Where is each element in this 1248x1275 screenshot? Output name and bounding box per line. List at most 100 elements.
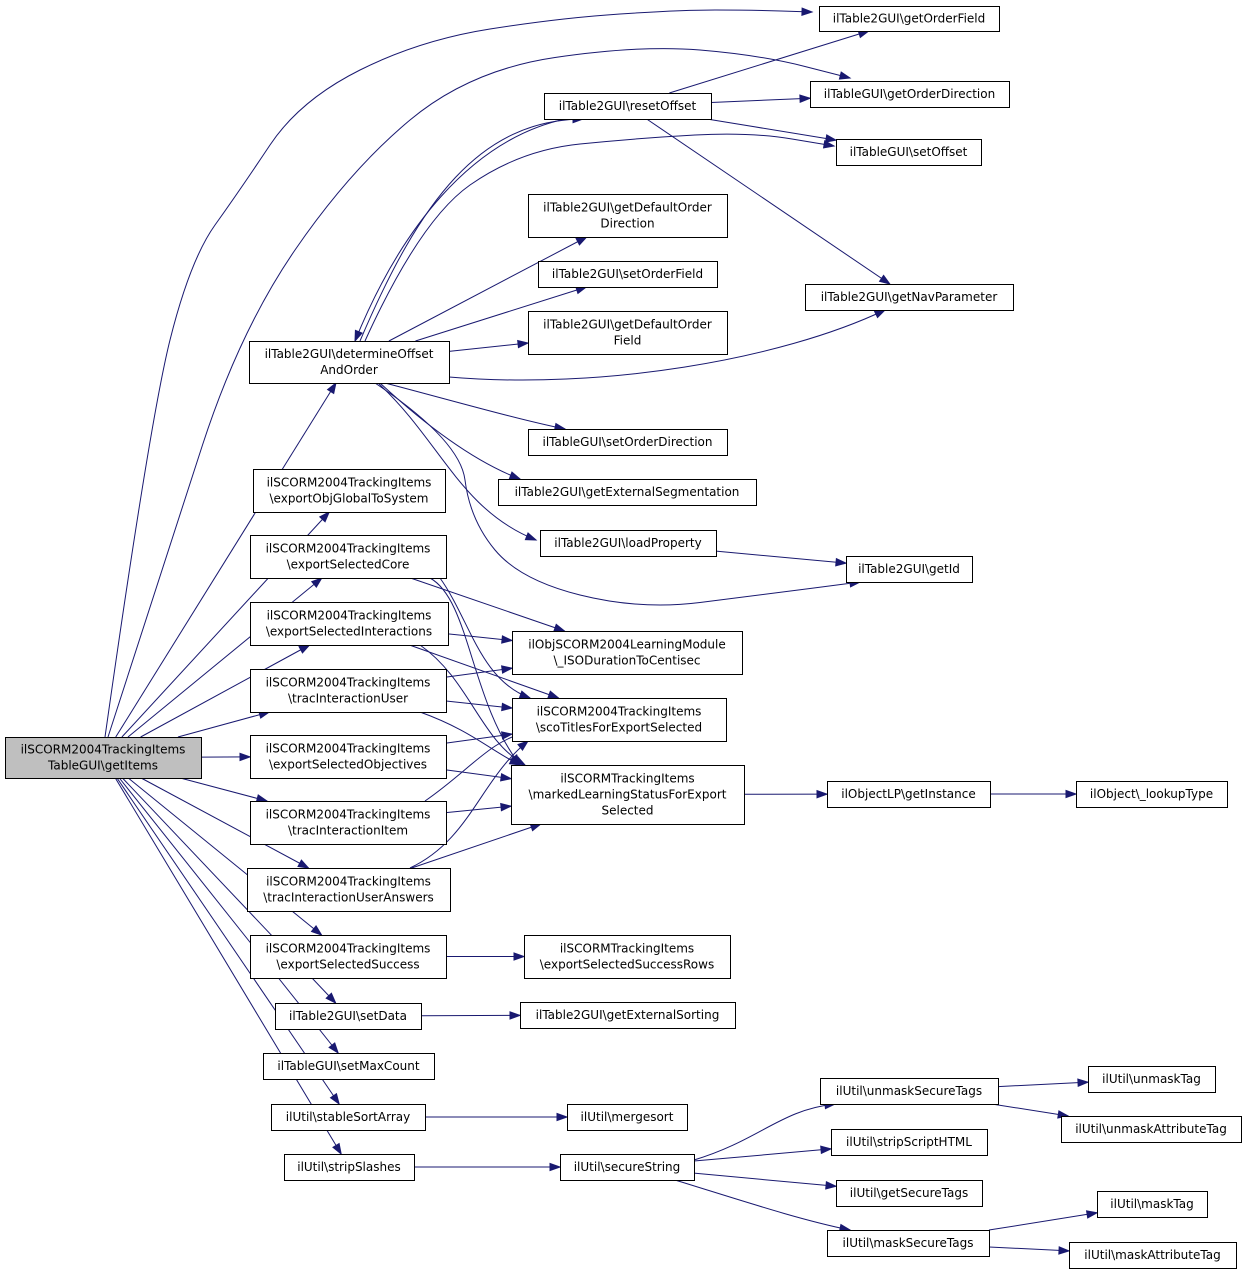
edge-arrowhead xyxy=(1058,1246,1071,1255)
node-box xyxy=(247,868,451,912)
node-setData[interactable]: ilTable2GUI\setData xyxy=(275,1003,422,1030)
node-label: ilTableGUI\setOrderDirection xyxy=(542,435,712,449)
node-exportSelectedCore[interactable]: ilSCORM2004TrackingItems\exportSelectedC… xyxy=(250,535,447,579)
node-box xyxy=(827,781,991,808)
edge-line xyxy=(991,1103,1069,1117)
node-getNavParameter[interactable]: ilTable2GUI\getNavParameter xyxy=(805,284,1014,311)
edge-arrowhead xyxy=(500,772,513,782)
node-setOrderField[interactable]: ilTable2GUI\setOrderField xyxy=(538,261,718,288)
node-label: \tracInteractionItem xyxy=(288,824,408,838)
node-tracInteractionUser[interactable]: ilSCORM2004TrackingItems\tracInteraction… xyxy=(250,669,447,713)
node-unmaskAttributeTag[interactable]: ilUtil\unmaskAttributeTag xyxy=(1061,1116,1242,1143)
node-exportSelectedSuccessRows[interactable]: ilSCORMTrackingItems\exportSelectedSucce… xyxy=(524,935,731,979)
node-label: ilObject\_lookupType xyxy=(1090,787,1213,801)
node-tracInteractionItem[interactable]: ilSCORM2004TrackingItems\tracInteraction… xyxy=(250,801,447,845)
edge-root-to-exportSelectedObjectives xyxy=(200,752,252,762)
edge-line xyxy=(445,667,513,678)
node-box xyxy=(538,261,718,288)
node-getOrderDirection[interactable]: ilTableGUI\getOrderDirection xyxy=(810,81,1010,108)
edge-line xyxy=(693,1172,837,1187)
node-stableSortArray[interactable]: ilUtil\stableSortArray xyxy=(271,1104,426,1131)
node-label: ilTableGUI\setOffset xyxy=(850,145,968,159)
edge-line xyxy=(997,1081,1089,1088)
node-getId[interactable]: ilTable2GUI\getId xyxy=(846,556,973,583)
node-root[interactable]: ilSCORM2004TrackingItemsTableGUI\getItem… xyxy=(5,737,202,779)
edge-root-to-stripSlashes xyxy=(114,777,342,1156)
node-scoTitles[interactable]: ilSCORM2004TrackingItems\scoTitlesForExp… xyxy=(512,698,727,742)
edge-line xyxy=(419,644,526,766)
edge-line xyxy=(364,133,835,342)
edge-line xyxy=(448,342,529,352)
node-box xyxy=(250,935,447,979)
node-label: ilUtil\mergesort xyxy=(581,1110,674,1124)
node-isoDuration[interactable]: ilObjSCORM2004LearningModule\_ISODuratio… xyxy=(512,631,743,675)
node-label: AndOrder xyxy=(320,363,378,377)
node-loadProperty[interactable]: ilTable2GUI\loadProperty xyxy=(540,530,717,557)
edge-line xyxy=(429,577,521,766)
node-label: ilUtil\secureString xyxy=(574,1160,681,1174)
node-resetOffset[interactable]: ilTable2GUI\resetOffset xyxy=(544,93,712,120)
edge-line xyxy=(116,777,340,1105)
node-label: ilTableGUI\setMaxCount xyxy=(277,1059,419,1073)
node-unmaskSecureTags[interactable]: ilUtil\unmaskSecureTags xyxy=(820,1078,999,1105)
edge-arrowhead xyxy=(255,794,269,803)
node-stripScriptHTML[interactable]: ilUtil\stripScriptHTML xyxy=(831,1129,988,1156)
edge-arrowhead xyxy=(501,702,514,712)
node-box xyxy=(1088,1066,1216,1093)
edge-line xyxy=(409,740,529,869)
node-getExternalSegmentation[interactable]: ilTable2GUI\getExternalSegmentation xyxy=(498,479,757,506)
node-stripSlashes[interactable]: ilUtil\stripSlashes xyxy=(284,1154,415,1181)
node-setMaxCount[interactable]: ilTableGUI\setMaxCount xyxy=(263,1053,435,1080)
node-markedLearningStatus[interactable]: ilSCORMTrackingItems\markedLearningStatu… xyxy=(511,765,745,825)
node-getExternalSorting[interactable]: ilTable2GUI\getExternalSorting xyxy=(520,1002,736,1029)
node-label: ilTable2GUI\setOrderField xyxy=(552,267,703,281)
node-mergesort[interactable]: ilUtil\mergesort xyxy=(567,1104,688,1131)
node-exportSelectedInteractions[interactable]: ilSCORM2004TrackingItems\exportSelectedI… xyxy=(250,602,449,646)
node-getInstance[interactable]: ilObjectLP\getInstance xyxy=(827,781,991,808)
edge-line xyxy=(140,644,310,738)
edge-line xyxy=(180,777,268,802)
edge-exportSelectedCore-to-scoTitles xyxy=(439,577,532,699)
node-maskAttributeTag[interactable]: ilUtil\maskAttributeTag xyxy=(1069,1242,1237,1269)
node-maskTag[interactable]: ilUtil\maskTag xyxy=(1097,1191,1208,1218)
edge-arrowhead xyxy=(325,992,337,1005)
node-secureString[interactable]: ilUtil\secureString xyxy=(560,1154,695,1181)
node-label: ilObjSCORM2004LearningModule xyxy=(528,638,725,652)
node-label: ilUtil\getSecureTags xyxy=(850,1186,968,1200)
node-box xyxy=(1097,1191,1208,1218)
node-box xyxy=(263,1053,435,1080)
node-maskSecureTags[interactable]: ilUtil\maskSecureTags xyxy=(827,1230,990,1257)
edge-maskSecureTags-to-maskTag xyxy=(988,1210,1099,1231)
edge-line xyxy=(439,577,531,699)
edge-tracInteractionUserAnswers-to-scoTitles xyxy=(409,740,530,869)
node-label: ilUtil\stripSlashes xyxy=(297,1160,401,1174)
node-getOrderField[interactable]: ilTable2GUI\getOrderField xyxy=(819,6,1000,32)
node-setOrderDirection[interactable]: ilTableGUI\setOrderDirection xyxy=(528,429,728,456)
node-getSecureTags[interactable]: ilUtil\getSecureTags xyxy=(836,1180,983,1207)
node-box xyxy=(810,81,1010,108)
node-exportObjGlobalToSystem[interactable]: ilSCORM2004TrackingItems\exportObjGlobal… xyxy=(253,469,446,513)
node-setOffset[interactable]: ilTableGUI\setOffset xyxy=(836,139,982,166)
node-box xyxy=(819,6,1000,32)
edge-line xyxy=(445,733,513,744)
node-lookupType[interactable]: ilObject\_lookupType xyxy=(1076,781,1228,808)
node-exportSelectedSuccess[interactable]: ilSCORM2004TrackingItems\exportSelectedS… xyxy=(250,935,447,979)
node-box xyxy=(528,194,728,238)
node-box xyxy=(820,1078,999,1105)
node-exportSelectedObjectives[interactable]: ilSCORM2004TrackingItems\exportSelectedO… xyxy=(250,735,447,779)
edge-line xyxy=(988,1212,1098,1231)
node-tracInteractionUserAnswers[interactable]: ilSCORM2004TrackingItems\tracInteraction… xyxy=(247,868,451,912)
node-box xyxy=(284,1154,415,1181)
node-label: ilSCORM2004TrackingItems xyxy=(266,942,431,956)
node-label: ilTable2GUI\setData xyxy=(289,1009,407,1023)
edge-arrowhead xyxy=(239,752,252,762)
node-unmaskTag[interactable]: ilUtil\unmaskTag xyxy=(1088,1066,1216,1093)
edge-unmaskSecureTags-to-unmaskTag xyxy=(997,1078,1090,1088)
node-label: \exportObjGlobalToSystem xyxy=(270,492,429,506)
node-box xyxy=(271,1104,426,1131)
edge-root-to-exportSelectedCore xyxy=(127,577,323,738)
edge-stableSortArray-to-mergesort xyxy=(425,1112,569,1122)
